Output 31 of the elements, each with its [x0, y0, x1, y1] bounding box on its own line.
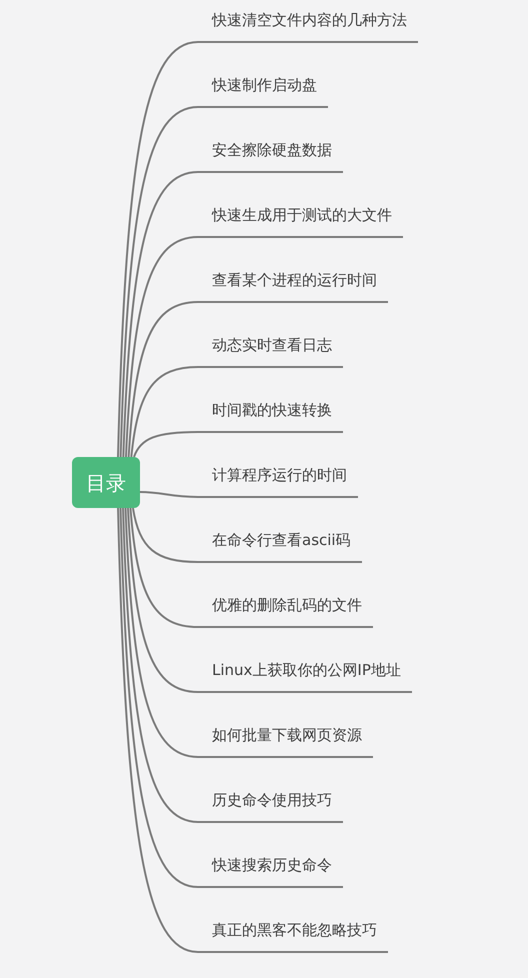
underlined-topic: 如何批量下载网页资源 — [198, 725, 373, 758]
branch-connector — [130, 366, 198, 458]
underlined-topic: 快速生成用于测试的大文件 — [198, 205, 403, 238]
root-topic-box: 目录 — [72, 457, 140, 508]
underlined-topic: 快速制作启动盘 — [198, 75, 328, 108]
branch-connector — [140, 491, 198, 498]
branch-connector — [120, 106, 198, 458]
branch-connector — [122, 508, 198, 823]
underlined-topic: 优雅的删除乱码的文件 — [198, 595, 373, 628]
underlined-topic: 历史命令使用技巧 — [198, 790, 343, 823]
branch-connector — [133, 431, 198, 458]
branch-connector — [124, 236, 198, 458]
branch-connector — [117, 508, 198, 953]
branch-connector — [129, 508, 198, 628]
branch-connector — [120, 508, 198, 888]
underlined-topic: 时间戳的快速转换 — [198, 400, 343, 433]
branch-connector — [122, 171, 198, 458]
underlined-topic: 快速搜索历史命令 — [198, 855, 343, 888]
underlined-topic: 动态实时查看日志 — [198, 335, 343, 368]
branch-connector — [132, 508, 198, 563]
underlined-topic: Linux上获取你的公网IP地址 — [198, 660, 412, 693]
underlined-topic: 安全擦除硬盘数据 — [198, 140, 343, 173]
branch-connector — [124, 508, 198, 758]
branch-connector — [117, 41, 198, 458]
underlined-topic: 快速清空文件内容的几种方法 — [198, 10, 418, 43]
branch-connector — [126, 508, 198, 693]
branch-connector — [128, 301, 198, 458]
underlined-topic: 查看某个进程的运行时间 — [198, 270, 388, 303]
underlined-topic: 在命令行查看ascii码 — [198, 530, 362, 563]
underlined-topic: 计算程序运行的时间 — [198, 465, 358, 498]
underlined-topic: 真正的黑客不能忽略技巧 — [198, 920, 388, 953]
